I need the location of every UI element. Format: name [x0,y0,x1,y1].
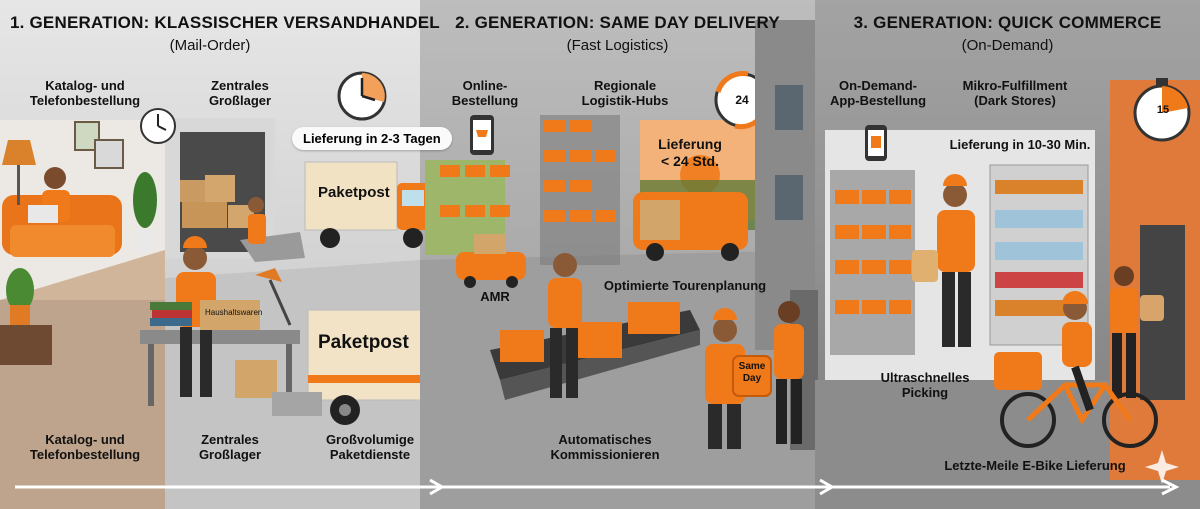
gen1-truck-big-label: Paketpost [318,332,409,353]
gen2-delivery: Lieferung < 24 Std. [658,136,722,169]
gen1-delivery-pill: Lieferung in 2-3 Tagen [292,127,452,150]
gen1-bottom-parcel: Großvolumige Paketdienste [325,432,415,463]
gen1-label-warehouse: Zentrales Großlager [208,78,272,109]
gen2-bag-label: Same Day [738,361,766,384]
gen2-label-online: Online- Bestellung [451,78,519,109]
gen2-bottom-picking: Automatisches Kommissionieren [550,432,660,463]
gen2-clock-number: 24 [735,93,749,107]
gen3-scene [815,78,1200,509]
gen1-label-catalog: Katalog- und Telefonbestellung [29,78,141,109]
timeline-arrow [15,478,1180,496]
gen1-scene [0,71,491,509]
gen1-title: 1. GENERATION: KLASSISCHER VERSANDHANDEL [10,13,440,32]
gen3-label-micro: Mikro-Fulfillment (Dark Stores) [962,78,1068,109]
gen3-delivery: Lieferung in 10-30 Min. [949,137,1091,152]
gen3-title: 3. GENERATION: QUICK COMMERCE [853,13,1162,32]
gen3-label-app: On-Demand- App-Bestellung [829,78,927,109]
gen3-subtitle: (On-Demand) [961,37,1054,54]
gen2-subtitle: (Fast Logistics) [566,37,669,54]
gen3-picking: Ultraschnelles Picking [880,370,970,401]
gen1-bottom-warehouse: Zentrales Großlager [198,432,262,463]
gen1-subtitle: (Mail-Order) [169,37,251,54]
gen2-amr: AMR [480,289,510,304]
gen2-scene [420,20,818,509]
gen2-title: 2. GENERATION: SAME DAY DELIVERY [455,13,780,32]
gen2-label-hubs: Regionale Logistik-Hubs [581,78,669,109]
gen1-box-label: Haushaltswaren [205,308,263,317]
gen1-truck-small-label: Paketpost [318,184,390,201]
sparkle-icon [1145,450,1179,484]
gen3-clock-number: 15 [1156,104,1170,116]
gen2-tour: Optimierte Tourenplanung [603,278,767,293]
gen3-ebike: Letzte-Meile E-Bike Lieferung [944,458,1126,473]
gen1-bottom-catalog: Katalog- und Telefonbestellung [29,432,141,463]
